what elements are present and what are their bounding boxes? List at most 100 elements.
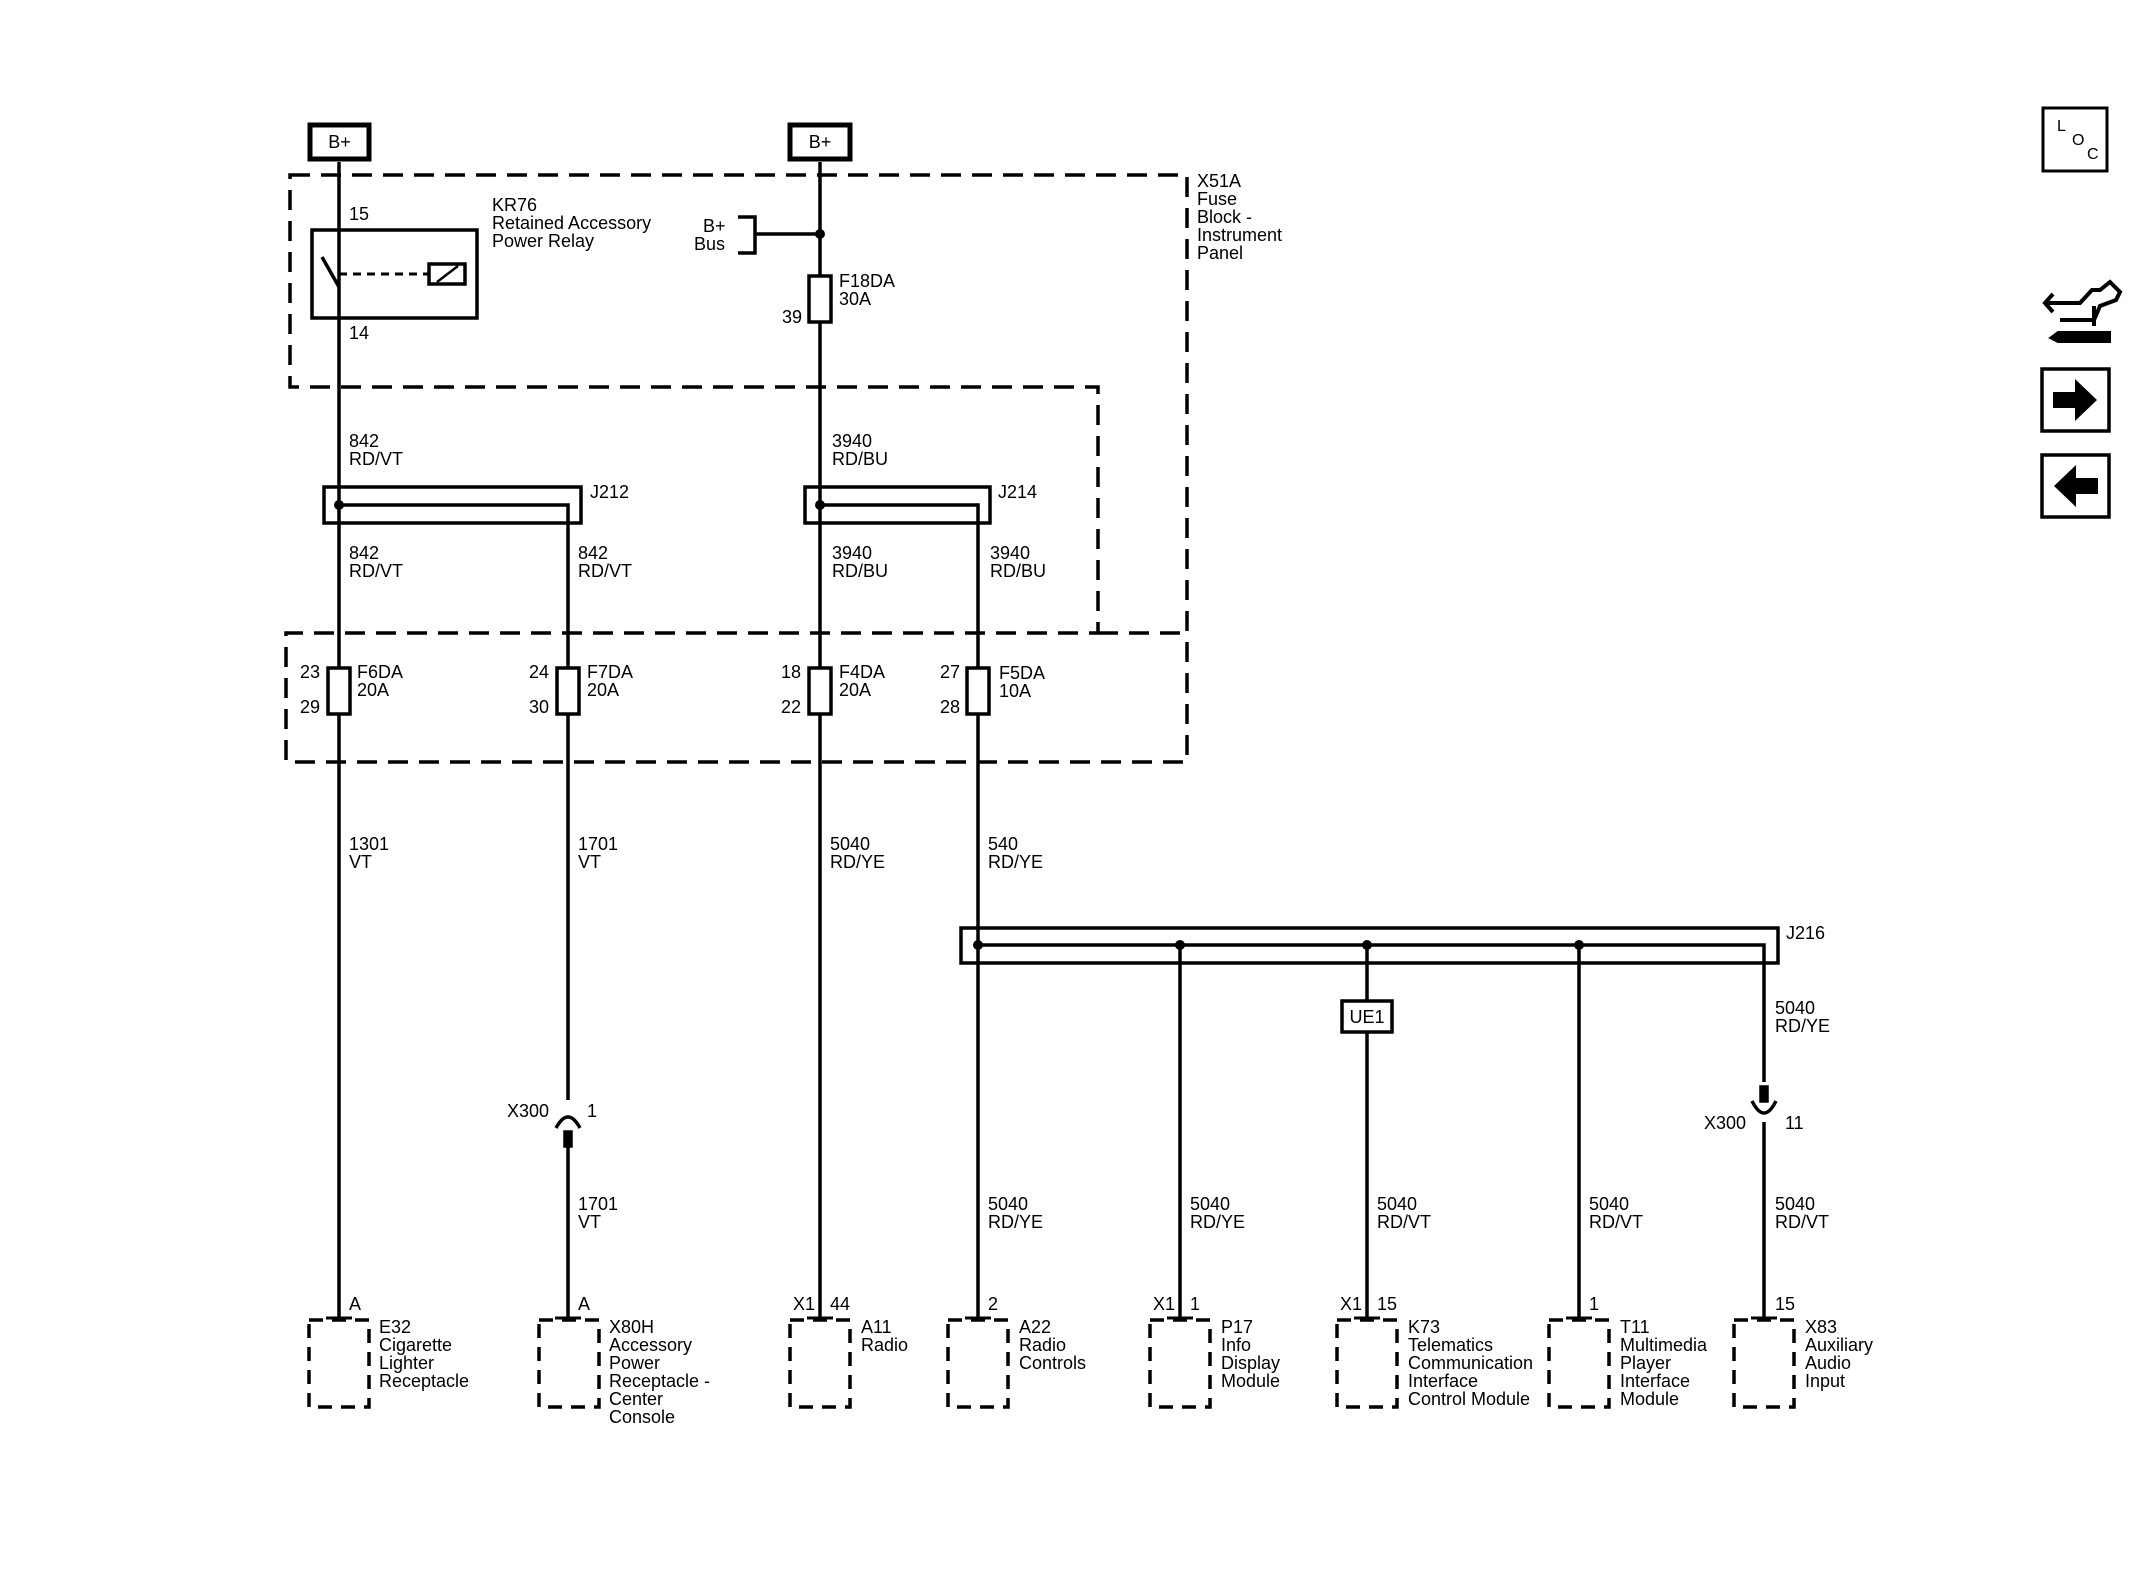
b-plus-bus-bracket [738, 215, 820, 255]
component-pin: A [578, 1294, 590, 1314]
arrow-right-button[interactable] [2040, 367, 2111, 433]
wire-label-color: RD/YE [988, 852, 1043, 872]
fuse-f4da [807, 666, 833, 716]
component-x80h-label: X80H Accessory Power Receptacle - Center… [609, 1317, 710, 1427]
fuse-label-rating: 20A [587, 680, 619, 700]
svg-text:Audio: Audio [1805, 1353, 1851, 1373]
svg-text:Controls: Controls [1019, 1353, 1086, 1373]
relay-id: KR76 [492, 195, 537, 215]
x300-right-female [1750, 1100, 1778, 1115]
component-connector: X1 [793, 1294, 815, 1314]
b-plus-tag-right: B+ [787, 122, 853, 162]
component-t11-label: T11 Multimedia Player Interface Module [1620, 1317, 1708, 1409]
fuse-pin-top: 24 [529, 662, 549, 682]
fuse-f18da-rating: 30A [839, 289, 871, 309]
x300-left-pin: 1 [587, 1101, 597, 1121]
svg-text:A11: A11 [861, 1317, 892, 1337]
fuse-pin-top: 23 [300, 662, 320, 682]
svg-text:B+: B+ [328, 132, 351, 152]
fuse-f18da-id: F18DA [839, 271, 895, 291]
fuse-label-rating: 10A [999, 681, 1031, 701]
component-a11-box [788, 1318, 852, 1409]
splice-j212 [322, 485, 583, 525]
component-e32-box [307, 1318, 371, 1409]
component-x83-box [1732, 1318, 1796, 1409]
arrow-right-icon [2053, 379, 2097, 421]
fuse-label-id: F5DA [999, 663, 1045, 683]
svg-text:Communication: Communication [1408, 1353, 1533, 1373]
fuse-block-line1: Fuse [1197, 189, 1237, 209]
svg-text:Accessory: Accessory [609, 1335, 692, 1355]
svg-text:Center: Center [609, 1389, 663, 1409]
svg-text:Receptacle: Receptacle [379, 1371, 469, 1391]
option-ue1-box [1340, 999, 1394, 1034]
fuse-block-line3: Instrument [1197, 225, 1282, 245]
loc-button[interactable]: L O C [2041, 106, 2109, 173]
wire-label-circuit: 3940 [990, 543, 1030, 563]
svg-text:B+: B+ [809, 132, 832, 152]
relay-line2: Power Relay [492, 231, 594, 251]
svg-text:Info: Info [1221, 1335, 1251, 1355]
component-x83-label: X83 Auxiliary Audio Input [1805, 1317, 1873, 1391]
component-pin: 2 [988, 1294, 998, 1314]
wire-label-color: RD/BU [832, 561, 888, 581]
wire-label-color: RD/YE [1190, 1212, 1245, 1232]
wire-label-circuit: 3940 [832, 431, 872, 451]
svg-text:P17: P17 [1221, 1317, 1253, 1337]
wire-label-color: RD/VT [1377, 1212, 1431, 1232]
fuse-block-line2: Block - [1197, 207, 1252, 227]
fuse-pin-top: 27 [940, 662, 960, 682]
component-a11-label: A11 Radio [861, 1317, 908, 1355]
option-ue1-label: UE1 [1349, 1007, 1384, 1027]
x300-left-male [563, 1130, 573, 1148]
fuse-f6da [326, 666, 352, 716]
fuse-pin-bottom: 22 [781, 697, 801, 717]
wire-label-color: RD/BU [990, 561, 1046, 581]
wire-label-circuit: 3940 [832, 543, 872, 563]
fuse-block-id: X51A [1197, 171, 1241, 191]
bus-label-1: B+ [703, 216, 726, 236]
arrow-left-button[interactable] [2040, 453, 2111, 519]
wire-label-circuit: 1301 [349, 834, 389, 854]
relay-switch [320, 256, 341, 288]
bus-label-2: Bus [694, 234, 725, 254]
fuse-label-id: F7DA [587, 662, 633, 682]
svg-text:Auxiliary: Auxiliary [1805, 1335, 1873, 1355]
wire-label-circuit: 1701 [578, 1194, 618, 1214]
fuse-pin-bottom: 30 [529, 697, 549, 717]
splice-j214 [803, 485, 992, 525]
component-a22-box [946, 1318, 1010, 1409]
relay-line1: Retained Accessory [492, 213, 651, 233]
wire-label-circuit: 842 [349, 431, 379, 451]
wire-label-color: RD/VT [1589, 1212, 1643, 1232]
wire-label-circuit: 842 [578, 543, 608, 563]
component-pin: 15 [1377, 1294, 1397, 1314]
fuse-label-rating: 20A [357, 680, 389, 700]
splice-j212-label: J212 [590, 482, 629, 502]
svg-text:Module: Module [1221, 1371, 1280, 1391]
wire-label-circuit: 540 [988, 834, 1018, 854]
fuse-f18da-pin: 39 [782, 307, 802, 327]
splice-j216-label: J216 [1786, 923, 1825, 943]
relay-kr76-box [310, 228, 479, 320]
connector-tool-icon[interactable] [2042, 279, 2123, 343]
x300-right-name: X300 [1704, 1113, 1746, 1133]
component-pin: 1 [1589, 1294, 1599, 1314]
x300-left-female [554, 1115, 582, 1129]
component-connector: X1 [1340, 1294, 1362, 1314]
svg-text:Radio: Radio [861, 1335, 908, 1355]
svg-text:T11: T11 [1620, 1317, 1650, 1337]
wire-label-color: VT [349, 852, 372, 872]
fuse-f5da [965, 666, 991, 716]
b-plus-tag-left: B+ [307, 122, 372, 162]
relay-coil-diagonal [436, 265, 459, 283]
component-e32-label: E32 Cigarette Lighter Receptacle [379, 1317, 469, 1391]
component-pin: 44 [830, 1294, 850, 1314]
x300-right-pin: 11 [1785, 1113, 1804, 1133]
fuse-pin-top: 18 [781, 662, 801, 682]
splice-j216 [959, 926, 1780, 965]
splice-j212-wire [339, 503, 570, 1318]
svg-text:Player: Player [1620, 1353, 1671, 1373]
wire-label-circuit: 842 [349, 543, 379, 563]
